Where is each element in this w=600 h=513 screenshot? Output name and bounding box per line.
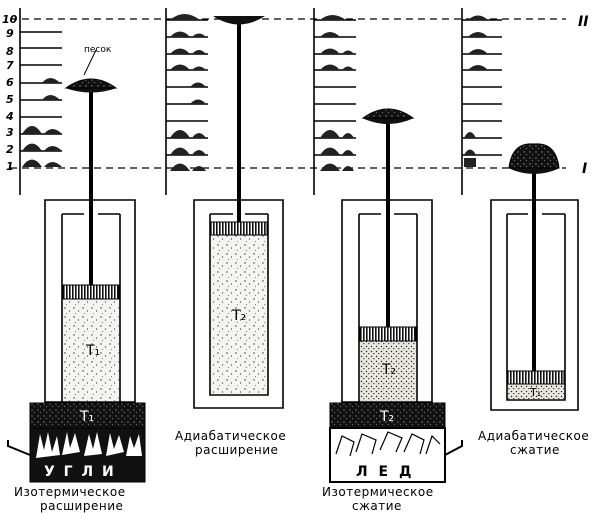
caption-stage3-line1: Изотермическое xyxy=(322,485,434,499)
sand-piles-3 xyxy=(320,15,354,171)
sand-label: песок xyxy=(84,45,112,55)
scale-number-6: 6 xyxy=(6,76,14,89)
scale-number-7: 7 xyxy=(6,59,14,72)
caption-stage2-line1: Адиабатическое xyxy=(175,429,286,443)
stage-isothermal-compression: T₂ T₂ Л Е Д Изотермическое сжатие xyxy=(313,8,463,513)
stage-adiabatic-compression: T₁ Адиабатическое сжатие xyxy=(461,8,589,457)
gas-volume-2 xyxy=(211,234,267,394)
gas-temp-label-3: T₂ xyxy=(381,362,396,378)
stage-adiabatic-expansion: T₂ Адиабатическое расширение xyxy=(165,8,286,457)
sand-pan-3 xyxy=(362,118,414,124)
gas-temp-label-1: T₁ xyxy=(85,343,100,359)
cooler-temp-label: T₂ xyxy=(379,409,394,425)
level-lines xyxy=(10,18,566,169)
caption-stage1-line2: расширение xyxy=(40,499,123,513)
flames xyxy=(36,432,142,458)
cylinder-2 xyxy=(193,199,284,409)
piston-1 xyxy=(62,284,120,300)
heater-block-t1 xyxy=(29,402,146,429)
scale-number-4: 4 xyxy=(5,110,14,123)
sand-piles-4 xyxy=(464,15,488,167)
sand-pan-2 xyxy=(213,16,265,25)
stage-isothermal-expansion: песок T₁ T₁ У Г Л И Изотермическое расши… xyxy=(7,8,146,513)
cylinder-1 xyxy=(44,199,136,403)
piston-3 xyxy=(359,326,417,342)
caption-stage1-line1: Изотермическое xyxy=(14,485,126,499)
caption-stage4-line2: сжатие xyxy=(510,443,560,457)
level-label-i: I xyxy=(582,161,587,177)
sand-pan-1 xyxy=(65,88,117,93)
ice-handle xyxy=(444,440,463,456)
sand-pan-load-4 xyxy=(508,143,560,169)
sand-pan-load-3 xyxy=(361,108,415,119)
piston-2 xyxy=(210,221,268,236)
gas-temp-label-4: T₁ xyxy=(529,386,541,399)
ice-label: Л Е Д xyxy=(356,464,414,480)
caption-stage3-line2: сжатие xyxy=(352,499,402,513)
gas-volume-1 xyxy=(63,298,119,401)
scale-number-2: 2 xyxy=(6,143,14,156)
heater-temp-label: T₁ xyxy=(79,409,94,425)
ice-tray xyxy=(329,427,446,483)
piston-4 xyxy=(507,370,565,385)
cylinder-3 xyxy=(341,199,433,403)
sand-pointer xyxy=(83,49,97,76)
scale-number-8: 8 xyxy=(6,45,14,58)
caption-stage2-line2: расширение xyxy=(195,443,278,457)
coal-handle xyxy=(7,440,31,456)
gas-volume-3 xyxy=(360,340,416,401)
scale-number-5: 5 xyxy=(6,93,14,106)
scale-number-9: 9 xyxy=(6,27,14,40)
caption-stage4-line1: Адиабатическое xyxy=(478,429,589,443)
scale-number-10: 10 xyxy=(2,13,18,26)
gas-temp-label-2: T₂ xyxy=(231,308,246,324)
level-label-ii: II xyxy=(578,14,588,30)
ice-chunks xyxy=(335,431,441,457)
cylinder-4 xyxy=(490,199,579,411)
gas-volume-4 xyxy=(508,383,564,399)
scale-numbers: 10 9 8 7 6 5 4 3 2 1 xyxy=(2,13,18,173)
sand-pan-load-1 xyxy=(64,78,118,89)
sand-pan-4 xyxy=(508,168,560,174)
scale-number-1: 1 xyxy=(6,160,14,173)
coal-label: У Г Л И xyxy=(44,464,116,480)
sand-piles-1 xyxy=(22,78,62,167)
sand-piles-2 xyxy=(170,14,206,171)
scale-number-3: 3 xyxy=(6,126,14,139)
